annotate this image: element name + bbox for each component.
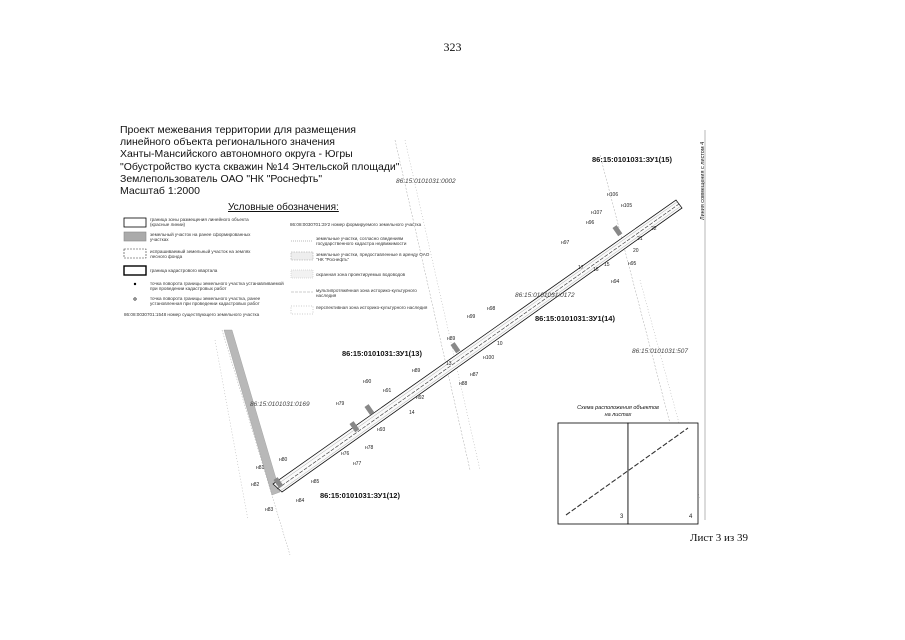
legend-heading: Условные обозначения: bbox=[228, 202, 339, 213]
point-label: н105 bbox=[621, 203, 633, 209]
legend-item: земельные участки, предоставленные в аре… bbox=[316, 252, 430, 263]
map-title: Проект межевания территории для размещен… bbox=[120, 124, 400, 197]
point-label: 22 bbox=[651, 226, 657, 232]
point-label: н82 bbox=[251, 482, 260, 488]
legend-item: перспективная зона историко-культурного … bbox=[316, 305, 428, 310]
title-line: Ханты-Мансийского автономного округа - Ю… bbox=[120, 148, 353, 161]
scheme-title-line: Схема расположения объектов bbox=[577, 405, 659, 411]
cadastral-number: 86:15:0101031:0169 bbox=[250, 401, 310, 408]
point-label: 15 bbox=[604, 262, 610, 268]
point-label: н84 bbox=[296, 498, 305, 504]
legend-item: точка поворота границы земельного участк… bbox=[150, 296, 261, 307]
point-label: н106 bbox=[607, 192, 619, 198]
point-label: н100 bbox=[483, 355, 495, 361]
legend-item: 86:08:0030701:1548 номер существующего з… bbox=[124, 312, 260, 317]
cadastral-number: 86:15:0101031:0172 bbox=[515, 292, 575, 299]
legend-item: граница кадастрового квартала bbox=[150, 268, 218, 273]
scheme-title: Схема расположения объектов на листах bbox=[568, 405, 668, 418]
page-number: 323 bbox=[443, 40, 462, 54]
legend-item: охранная зона проектируемых водоводов bbox=[316, 272, 406, 277]
legend-item: земельные участки, согласно сведениям го… bbox=[316, 236, 407, 247]
scheme-sheet-number: 4 bbox=[689, 514, 693, 520]
point-label: н98 bbox=[487, 306, 496, 312]
legend-symbols bbox=[123, 217, 314, 315]
title-line: Землепользователь ОАО "НК "Роснефть" bbox=[120, 172, 323, 185]
legend-item: граница зоны размещения линейного объект… bbox=[150, 217, 249, 228]
point-label: 14 bbox=[409, 410, 415, 416]
point-label: н80 bbox=[279, 457, 288, 463]
point-label: н87 bbox=[470, 372, 479, 378]
point-label: н99 bbox=[467, 314, 476, 320]
point-label: н85 bbox=[311, 479, 320, 485]
title-line: "Обустройство куста скважин №14 Энтельск… bbox=[120, 160, 400, 173]
point-label: н96 bbox=[586, 220, 595, 226]
legend-item: испрашиваемый земельный участок на земля… bbox=[150, 249, 251, 260]
point-label: н95 bbox=[628, 261, 637, 267]
parcel-label: 86:15:0101031:ЗУ1(13) bbox=[342, 349, 422, 358]
point-label: 20 bbox=[633, 248, 639, 254]
point-label: н76 bbox=[341, 451, 350, 457]
scheme-title-line: на листах bbox=[604, 411, 632, 418]
point-label: н78 bbox=[365, 445, 374, 451]
point-label: н89 bbox=[412, 368, 421, 374]
point-label: н94 bbox=[611, 279, 620, 285]
point-label: н89 bbox=[447, 336, 456, 342]
cadastral-number: 86:15:0101031:507 bbox=[632, 348, 689, 355]
legend-item: точка поворота границы земельного участк… bbox=[150, 281, 284, 292]
point-label: н81 bbox=[256, 465, 265, 471]
cadastral-number: 86:15:0101031:0002 bbox=[396, 178, 456, 185]
point-label: н92 bbox=[416, 395, 425, 401]
legend-item: земельный участок на ранее сформированны… bbox=[150, 232, 251, 243]
point-label: н107 bbox=[591, 210, 603, 216]
parcel-label: 86:15:0101031:ЗУ1(14) bbox=[535, 314, 615, 323]
point-label: н88 bbox=[459, 381, 468, 387]
point-label: 16 bbox=[593, 267, 599, 273]
point-label: 17 bbox=[578, 265, 584, 271]
legend-item: мультипротяжённая зона историко-культурн… bbox=[316, 288, 417, 299]
scheme-sheet-number: 3 bbox=[620, 514, 624, 520]
existing-parcel-strip bbox=[223, 329, 281, 496]
linear-object-corridor bbox=[272, 199, 683, 493]
point-label: 21 bbox=[637, 236, 643, 242]
point-label: 13 bbox=[446, 361, 452, 367]
point-label: н91 bbox=[383, 388, 392, 394]
point-label: н90 bbox=[363, 379, 372, 385]
point-label: н83 bbox=[265, 507, 274, 513]
point-label: 10 bbox=[497, 341, 503, 347]
sheet-layout-scheme bbox=[557, 422, 699, 525]
cadastral-boundaries bbox=[214, 130, 706, 556]
point-label: н79 bbox=[336, 401, 345, 407]
scale-label: Масштаб 1:2000 bbox=[120, 185, 200, 198]
match-line-note: Линия совмещения с листом 4 bbox=[700, 141, 706, 220]
sheet-counter: Лист 3 из 39 bbox=[690, 532, 749, 544]
title-line: линейного объекта регионального значения bbox=[120, 136, 335, 149]
point-label: н97 bbox=[561, 240, 570, 246]
legend-item: 86:08:0030701:ЗУ2 номер формируемого зем… bbox=[290, 222, 422, 227]
parcel-label: 86:15:0101031:ЗУ1(15) bbox=[592, 155, 672, 164]
point-label: н93 bbox=[377, 427, 386, 433]
point-label: н77 bbox=[353, 461, 362, 467]
parcel-label: 86:15:0101031:ЗУ1(12) bbox=[320, 491, 400, 500]
title-line: Проект межевания территории для размещен… bbox=[120, 124, 356, 136]
